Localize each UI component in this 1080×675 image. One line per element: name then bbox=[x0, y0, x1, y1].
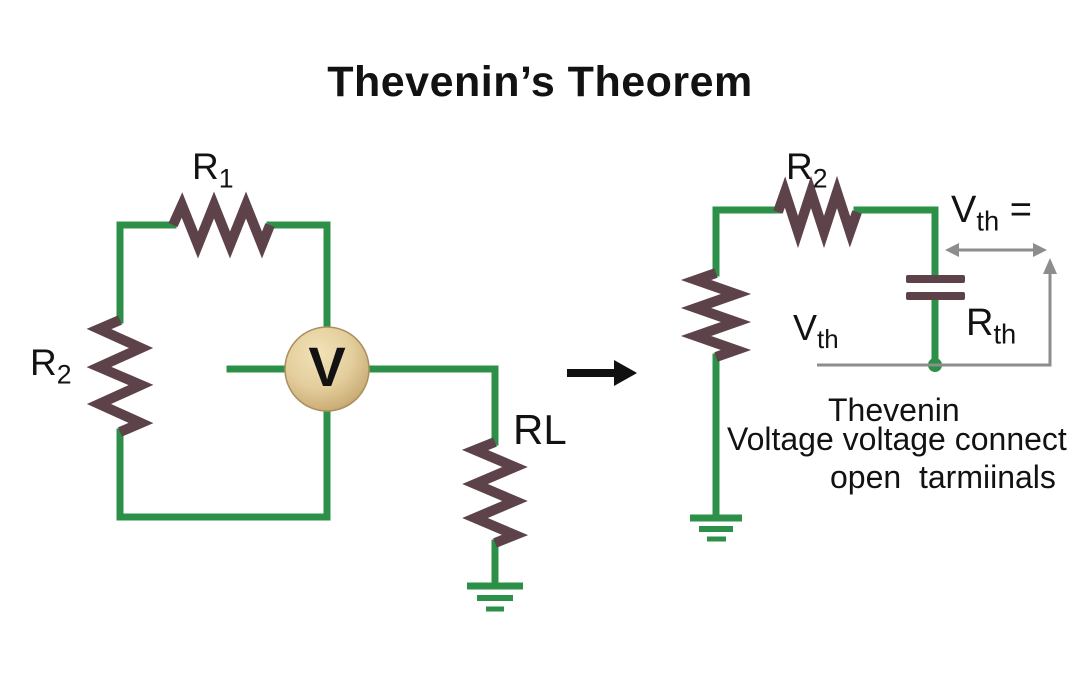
label-vth: Vth bbox=[793, 307, 839, 355]
resistor-rl bbox=[461, 437, 529, 548]
caption-line-3: open tarmiinals bbox=[830, 459, 1056, 495]
vth-measure-arrow bbox=[945, 243, 1047, 257]
voltmeter-label: V bbox=[308, 334, 346, 398]
ground-right-icon bbox=[690, 514, 742, 542]
label-vth-equals: Vth = bbox=[951, 189, 1032, 237]
resistor-rth-vertical bbox=[680, 268, 752, 362]
capacitor-icon bbox=[906, 275, 965, 300]
resistor-r1 bbox=[168, 191, 275, 259]
label-rth: Rth bbox=[966, 302, 1017, 350]
left-circuit-wires bbox=[116, 221, 499, 589]
label-r2-right: R2 bbox=[786, 146, 828, 194]
resistor-r2 bbox=[86, 315, 154, 437]
page-title: Thevenin’s Theorem bbox=[327, 58, 753, 106]
right-arrow-icon bbox=[567, 360, 637, 386]
resistor-r2-right bbox=[773, 175, 862, 249]
label-r1: R1 bbox=[192, 146, 234, 194]
label-rl: RL bbox=[513, 406, 567, 453]
voltmeter-circle bbox=[284, 326, 370, 412]
caption-line-2: Voltage voltage connect bbox=[727, 421, 1067, 457]
label-r2-left: R2 bbox=[30, 342, 72, 390]
rth-measure-arrow bbox=[817, 258, 1057, 367]
caption-line-1: Thevenin bbox=[828, 392, 960, 428]
right-circuit-wires bbox=[712, 206, 939, 519]
ground-left-icon bbox=[467, 582, 523, 612]
